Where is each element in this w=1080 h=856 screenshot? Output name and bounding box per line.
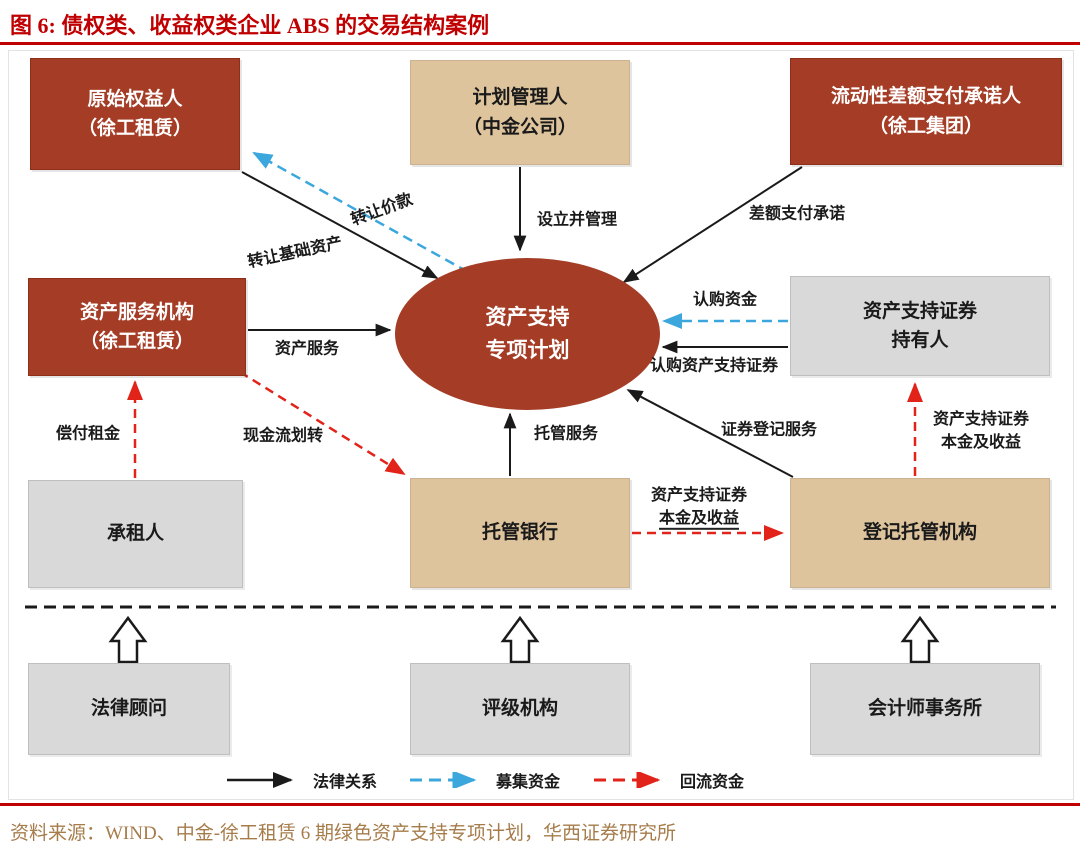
edge-label-difference-payment: 差额支付承诺	[748, 205, 846, 223]
edge-label-establish-manage: 设立并管理	[536, 211, 618, 229]
legend-dashed-red-arrow-icon	[594, 772, 661, 788]
edge-label-registration-service: 证券登记服务	[720, 421, 818, 439]
edge-label-asset-service: 资产服务	[274, 340, 340, 358]
node-originator: 原始权益人 （徐工租赁）	[30, 58, 240, 170]
node-rating-agency: 评级机构	[410, 663, 630, 755]
node-registry: 登记托管机构	[790, 478, 1050, 588]
edge-label-principal-income-vertical: 资产支持证券 本金及收益	[932, 410, 1030, 451]
edge-label-principal-income-horizontal: 资产支持证券 本金及收益	[651, 484, 747, 530]
node-liquidity-promiser: 流动性差额支付承诺人 （徐工集团）	[790, 58, 1062, 165]
title-rule	[0, 42, 1080, 45]
legend-dashed-blue-arrow-icon	[410, 772, 477, 788]
source-note: 资料来源：WIND、中金-徐工租赁 6 期绿色资产支持专项计划，华西证券研究所	[10, 823, 677, 844]
node-plan-manager: 计划管理人 （中金公司）	[410, 60, 630, 165]
legend-raised-funds: 募集资金	[408, 768, 560, 792]
node-asset-servicer: 资产服务机构 （徐工租赁）	[28, 278, 246, 376]
edge-label-subscription-funds: 认购资金	[692, 291, 758, 309]
node-spv-plan: 资产支持 专项计划	[395, 258, 660, 410]
legend-legal-relationship: 法律关系	[225, 768, 377, 792]
legend-returned-funds: 回流资金	[592, 768, 744, 792]
edge-label-custody-service: 托管服务	[533, 425, 599, 443]
node-security-holders: 资产支持证券 持有人	[790, 276, 1050, 376]
bottom-rule	[0, 803, 1080, 806]
legend-solid-black-arrow-icon	[227, 772, 293, 788]
node-accounting-firm: 会计师事务所	[810, 663, 1040, 755]
node-custodian-bank: 托管银行	[410, 478, 630, 588]
figure-title: 图 6: 债权类、收益权类企业 ABS 的交易结构案例	[10, 13, 490, 38]
node-lessee: 承租人	[28, 480, 243, 588]
edge-label-pay-rent: 偿付租金	[55, 425, 121, 443]
node-legal-advisor: 法律顾问	[28, 663, 230, 755]
edge-label-cashflow-transfer: 现金流划转	[242, 427, 324, 445]
edge-label-subscribe-abs: 认购资产支持证券	[649, 357, 779, 375]
